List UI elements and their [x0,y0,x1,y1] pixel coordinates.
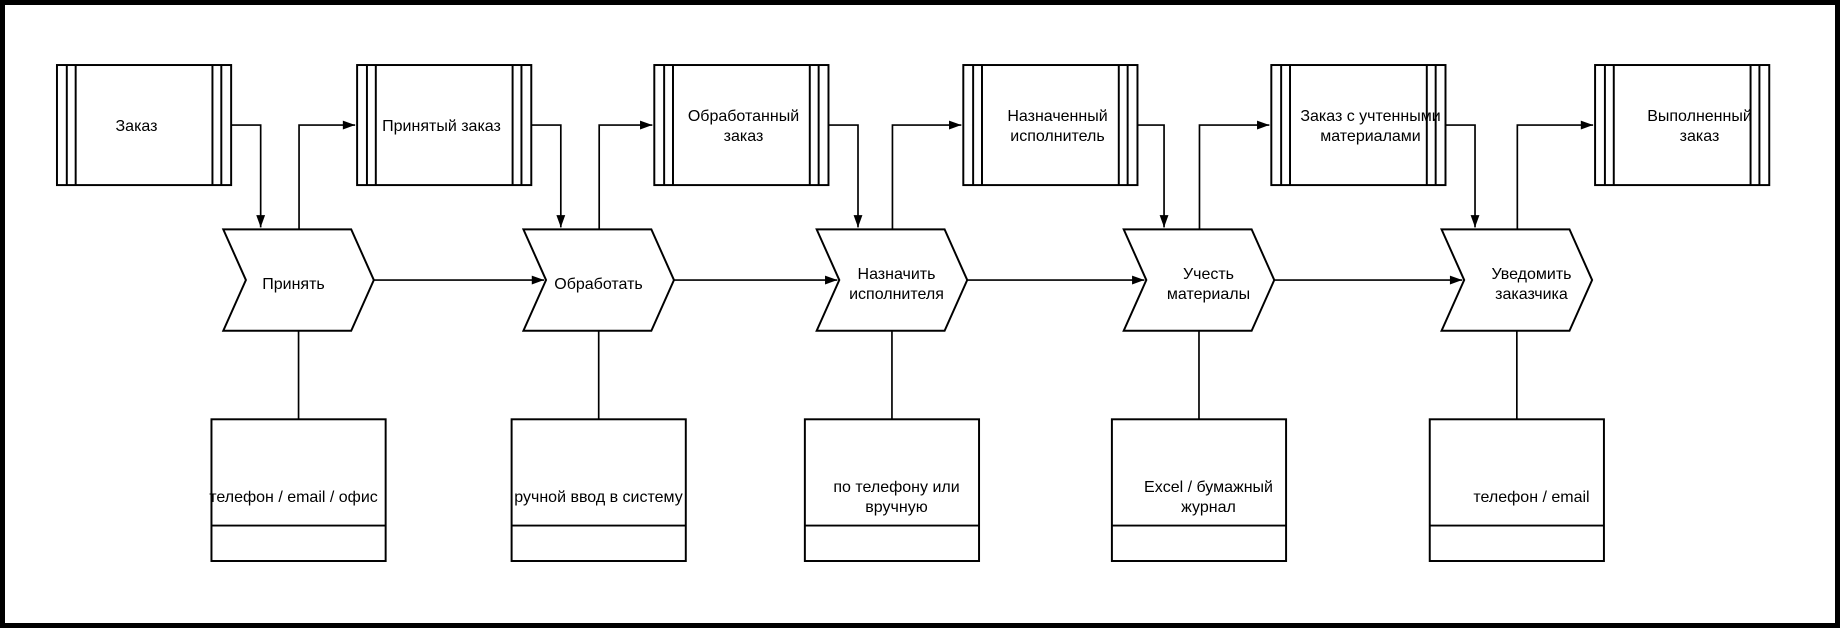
tool-shape-phone-or-manual [803,418,981,562]
process-shape-account-materials [1122,228,1276,332]
connector-assign-to-assigned-executor [891,120,962,230]
document-shapes [55,64,1771,187]
document-shape-accepted-order [356,64,533,187]
tool-shape-manual-entry [510,418,687,562]
connector-order-with-materials-to-notify [1445,124,1480,228]
connector-processed-order-to-assign [828,124,863,228]
connector-order-to-accept [231,124,266,228]
process-shape-accept [221,228,375,332]
document-shape-completed-order [1594,64,1771,187]
document-shape-order-with-materials [1270,64,1447,187]
tool-shapes [210,418,1605,562]
connector-notify-to-completed-order [1516,120,1594,230]
connector-account-to-order-with-materials [1198,120,1270,230]
document-shape-processed-order [653,64,830,187]
document-shape-assigned-executor [962,64,1139,187]
tool-shape-phone-email-office [210,418,387,562]
document-shape-order [55,64,233,187]
diagram-drawing [55,64,1771,562]
process-shapes [221,228,1594,332]
connector-accept-to-accepted-order [298,120,356,230]
process-shape-process [521,228,676,332]
connector-process-to-processed-order [598,120,653,230]
connector-accepted-order-to-process [531,124,566,228]
process-shape-assign-executor [815,228,969,332]
process-shape-notify-customer [1440,228,1594,332]
tool-shape-excel-journal [1110,418,1288,562]
connector-assigned-executor-to-account [1137,124,1169,228]
connectors [231,120,1594,420]
tool-shape-phone-email [1428,418,1605,562]
